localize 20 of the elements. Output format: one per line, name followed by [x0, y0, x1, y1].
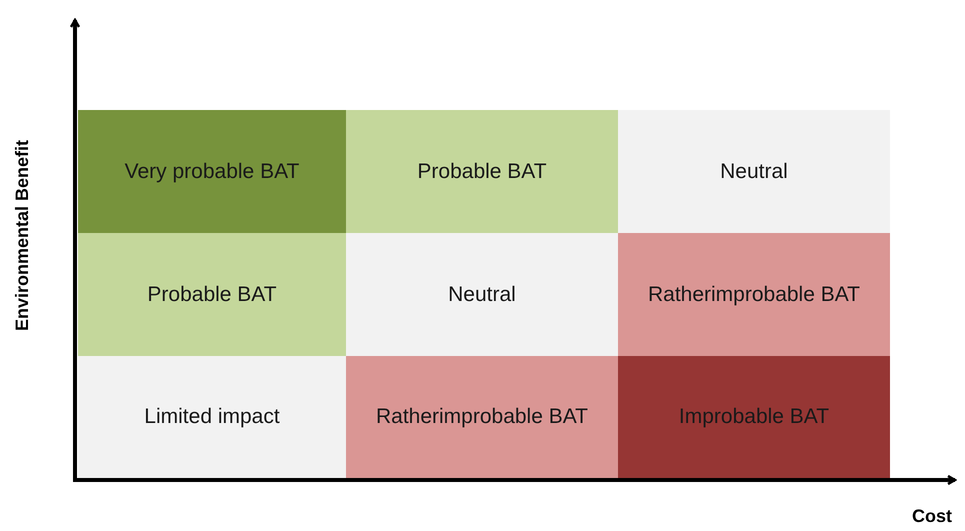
cell-label: Very probable BAT — [124, 160, 300, 184]
matrix-cell — [618, 356, 890, 478]
cell-label: Neutral — [720, 160, 788, 184]
matrix-cell — [346, 110, 618, 233]
cell-label: Ratherimprobable BAT — [376, 405, 588, 429]
matrix-cell — [618, 110, 890, 233]
cell-label: Limited impact — [144, 405, 280, 429]
x-axis-title: Cost — [912, 506, 952, 527]
cell-label: Neutral — [448, 282, 516, 306]
matrix-cell — [346, 233, 618, 356]
matrix-cell — [618, 233, 890, 356]
cell-label: Improbable BAT — [678, 405, 830, 429]
y-axis-title: Environmental Benefit — [12, 140, 33, 332]
matrix-cell — [78, 356, 346, 478]
matrix-cell — [78, 110, 346, 233]
matrix-cell — [346, 356, 618, 478]
matrix-cell — [78, 233, 346, 356]
cell-label: Ratherimprobable BAT — [648, 282, 860, 306]
cell-label: Probable BAT — [147, 282, 277, 306]
cell-label: Probable BAT — [417, 160, 547, 184]
